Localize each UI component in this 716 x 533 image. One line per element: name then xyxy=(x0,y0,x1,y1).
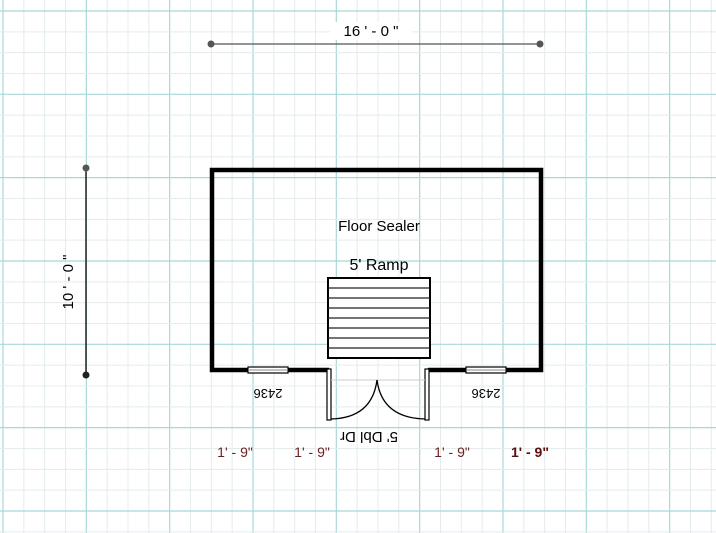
ramp[interactable] xyxy=(327,277,431,359)
height-dimension[interactable]: 10 ' - 0 " xyxy=(60,164,90,379)
door-label: 5' Dbl Dr xyxy=(340,428,398,445)
window-right-label: 2436 xyxy=(472,386,501,401)
window-right[interactable] xyxy=(465,366,507,374)
bottom-dimension-label[interactable]: 1' - 9" xyxy=(434,444,470,460)
double-door[interactable] xyxy=(326,368,430,421)
dimension-handle[interactable] xyxy=(82,164,90,172)
window-left[interactable] xyxy=(247,366,289,374)
bottom-dimension-label[interactable]: 1' - 9" xyxy=(294,444,330,460)
dimension-handle[interactable] xyxy=(207,40,215,48)
room-label[interactable]: Floor Sealer xyxy=(338,218,420,235)
width-dimension-label: 16 ' - 0 " xyxy=(344,23,399,40)
width-dimension[interactable]: 16 ' - 0 " xyxy=(207,22,544,48)
height-dimension-label: 10 ' - 0 " xyxy=(60,255,77,310)
dimension-handle[interactable] xyxy=(536,40,544,48)
ramp-label: 5' Ramp xyxy=(349,257,408,274)
bottom-dimension-label-selected[interactable]: 1' - 9" xyxy=(511,444,549,460)
dimension-handle[interactable] xyxy=(82,371,90,379)
walls[interactable] xyxy=(209,167,544,373)
bottom-dimension-label[interactable]: 1' - 9" xyxy=(217,444,253,460)
window-left-label: 2436 xyxy=(254,386,283,401)
